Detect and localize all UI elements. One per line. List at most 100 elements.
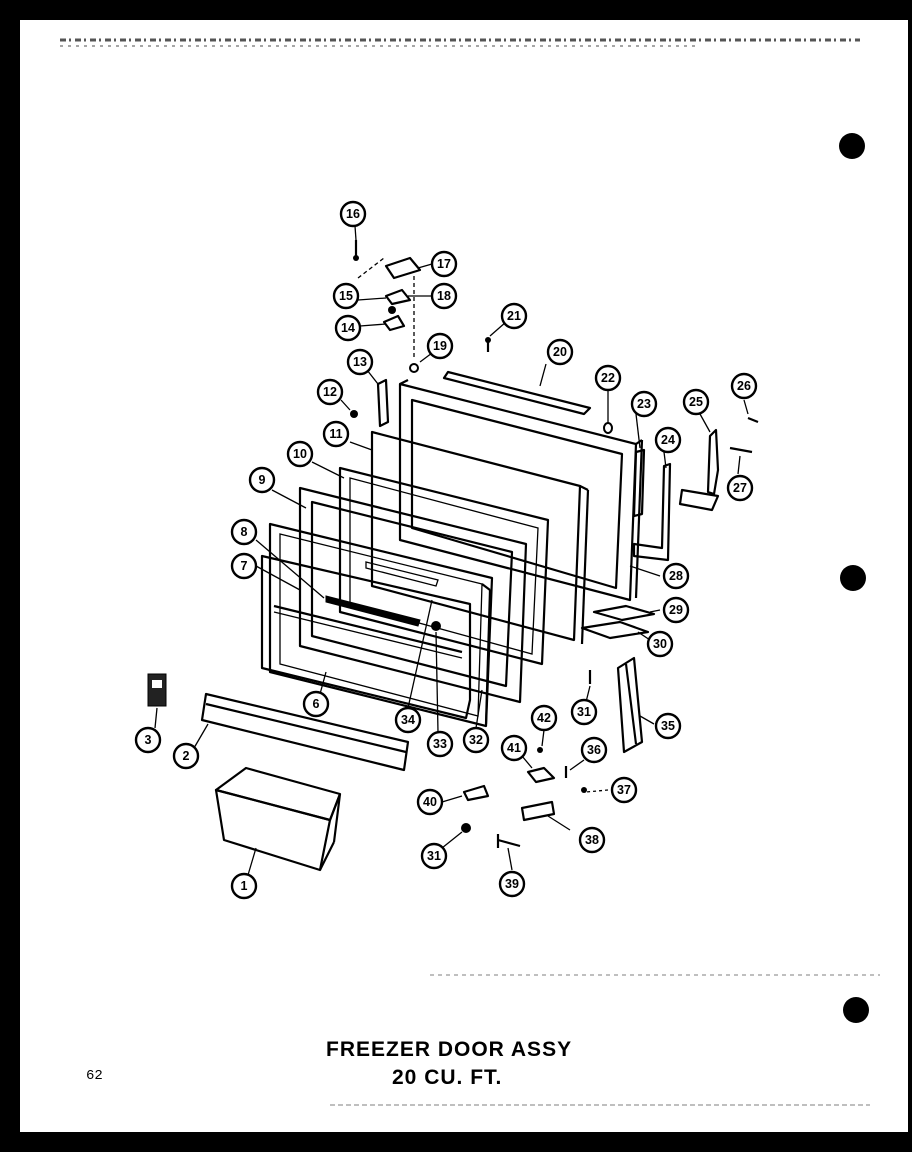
callout-22: 22 [594, 364, 622, 392]
callout-13: 13 [346, 348, 374, 376]
svg-text:38: 38 [585, 833, 599, 847]
svg-text:27: 27 [733, 481, 747, 495]
part-1-bin [214, 766, 342, 872]
punch-hole-top [839, 133, 865, 159]
svg-text:28: 28 [669, 569, 683, 583]
callout-12: 12 [316, 378, 344, 406]
callout-38: 38 [578, 826, 606, 854]
svg-text:25: 25 [689, 395, 703, 409]
callout-26: 26 [730, 372, 758, 400]
callout-11: 11 [322, 420, 350, 448]
svg-text:40: 40 [423, 795, 437, 809]
part-20-top-trim [442, 370, 592, 416]
callout-16: 16 [339, 200, 367, 228]
callout-3: 3 [134, 726, 162, 754]
callout-20: 20 [546, 338, 574, 366]
callout-17: 17 [430, 250, 458, 278]
part-13-strip [376, 378, 390, 428]
part-30-shim [580, 620, 650, 640]
callout-35: 35 [654, 712, 682, 740]
svg-text:3: 3 [145, 733, 152, 747]
svg-text:13: 13 [353, 355, 367, 369]
svg-text:24: 24 [661, 433, 675, 447]
callout-37: 37 [610, 776, 638, 804]
callout-25: 25 [682, 388, 710, 416]
callout-7: 7 [230, 552, 258, 580]
svg-text:32: 32 [469, 733, 483, 747]
svg-text:26: 26 [737, 379, 751, 393]
callout-31-upper: 31 [570, 698, 598, 726]
callout-24: 24 [654, 426, 682, 454]
svg-text:18: 18 [437, 289, 451, 303]
punch-hole-bottom [843, 997, 869, 1023]
svg-text:23: 23 [637, 397, 651, 411]
callout-8: 8 [230, 518, 258, 546]
part-24-hinge-bracket [632, 428, 720, 562]
callout-1: 1 [230, 872, 258, 900]
svg-text:10: 10 [293, 447, 307, 461]
svg-text:35: 35 [661, 719, 675, 733]
diagram-subtitle: 20 CU. FT. [392, 1066, 503, 1089]
callout-10: 10 [286, 440, 314, 468]
part-29-shim [592, 604, 656, 622]
callout-42: 42 [530, 704, 558, 732]
callout-32: 32 [462, 726, 490, 754]
callout-14: 14 [334, 314, 362, 342]
callout-18: 18 [430, 282, 458, 310]
part-9-inner-frame [298, 486, 528, 704]
hinge-top-assembly [357, 256, 422, 360]
callout-2: 2 [172, 742, 200, 770]
part-10-gasket [338, 466, 550, 666]
svg-text:42: 42 [537, 711, 551, 725]
svg-text:36: 36 [587, 743, 601, 757]
part-35-side-handle [616, 656, 644, 754]
svg-text:14: 14 [341, 321, 355, 335]
svg-text:34: 34 [401, 713, 415, 727]
callout-36: 36 [580, 736, 608, 764]
part-6-door-shelf [260, 554, 472, 720]
svg-text:31: 31 [427, 849, 441, 863]
callout-31-lower: 31 [420, 842, 448, 870]
callout-27: 27 [726, 474, 754, 502]
svg-text:33: 33 [433, 737, 447, 751]
punch-hole-middle [840, 565, 866, 591]
svg-text:8: 8 [241, 525, 248, 539]
callout-21: 21 [500, 302, 528, 330]
svg-text:12: 12 [323, 385, 337, 399]
part-2-bottom-trim [200, 692, 410, 772]
page-number: 62 [86, 1068, 103, 1084]
callout-15: 15 [332, 282, 360, 310]
paper-sheet [20, 20, 908, 1132]
callout-34: 34 [394, 706, 422, 734]
svg-text:31: 31 [577, 705, 591, 719]
part-3-latch [147, 673, 167, 707]
svg-text:1: 1 [241, 879, 248, 893]
svg-text:37: 37 [617, 783, 631, 797]
leader-lines [154, 225, 749, 876]
callout-40: 40 [416, 788, 444, 816]
callout-41: 41 [500, 734, 528, 762]
svg-text:11: 11 [329, 427, 342, 441]
callout-9: 9 [248, 466, 276, 494]
svg-text:15: 15 [339, 289, 353, 303]
svg-text:17: 17 [437, 257, 451, 271]
svg-text:22: 22 [601, 371, 615, 385]
callout-39: 39 [498, 870, 526, 898]
svg-text:29: 29 [669, 603, 683, 617]
part-23-side-strip [632, 448, 646, 518]
svg-text:7: 7 [241, 559, 248, 573]
svg-text:20: 20 [553, 345, 567, 359]
diagram-title: FREEZER DOOR ASSY [326, 1038, 573, 1061]
part-28-outer-door [398, 379, 644, 602]
callout-33: 33 [426, 730, 454, 758]
callout-28: 28 [662, 562, 690, 590]
callout-30: 30 [646, 630, 674, 658]
callout-23: 23 [630, 390, 658, 418]
svg-text:21: 21 [507, 309, 521, 323]
callout-29: 29 [662, 596, 690, 624]
callout-19: 19 [426, 332, 454, 360]
svg-text:39: 39 [505, 877, 519, 891]
svg-text:30: 30 [653, 637, 667, 651]
part-11-insulation-panel [370, 430, 590, 645]
